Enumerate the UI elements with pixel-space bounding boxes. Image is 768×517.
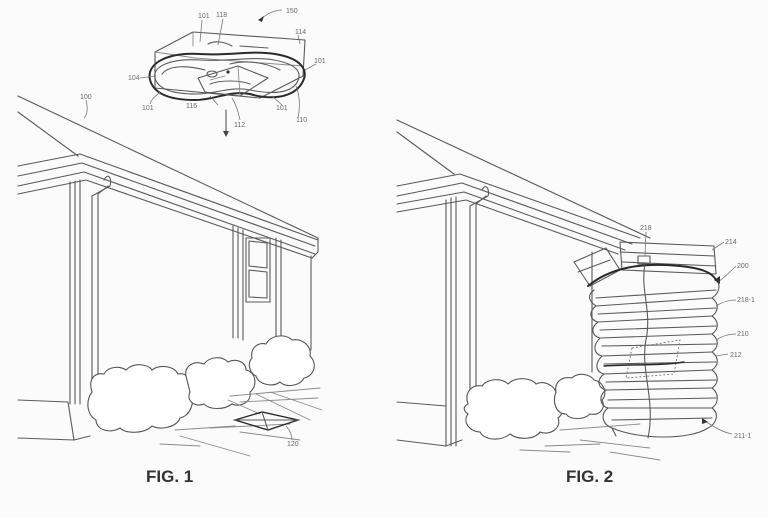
fig2-leader-lines: [644, 231, 737, 435]
label-218-1: 218-1: [737, 297, 755, 304]
label-214: 214: [725, 239, 737, 246]
drop-chute-illustration: [573, 241, 720, 439]
label-200: 200: [737, 263, 749, 270]
house-1-illustration: [17, 95, 323, 457]
label-101-top: 101: [198, 13, 210, 20]
arrow-200-icon: [714, 276, 720, 284]
label-100: 100: [80, 94, 92, 101]
label-112: 112: [234, 122, 245, 129]
label-101-front: 101: [276, 105, 288, 112]
arrow-211-1-icon: [702, 418, 708, 424]
label-101-right: 101: [314, 58, 326, 65]
label-210: 210: [737, 331, 749, 338]
label-120: 120: [287, 441, 299, 448]
label-104: 104: [128, 75, 140, 82]
figure-1-caption: FIG. 1: [146, 467, 193, 486]
house-2-illustration: [396, 119, 661, 461]
label-212: 212: [730, 352, 742, 359]
label-218: 218: [640, 225, 652, 232]
label-211-1: 211-1: [734, 433, 751, 440]
fig1-leader-lines: [139, 18, 317, 121]
figure-2-caption: FIG. 2: [566, 467, 613, 486]
figure-2: 218 214 200 218-1 210 212 211-1 FIG. 2: [396, 119, 755, 486]
label-110: 110: [296, 117, 307, 124]
label-114: 114: [295, 29, 306, 36]
label-116: 116: [186, 103, 197, 110]
drone-assembly-illustration: [148, 9, 306, 137]
label-101-left: 101: [142, 105, 154, 112]
label-150: 150: [286, 8, 298, 15]
label-118: 118: [216, 12, 227, 19]
figure-1: 101 118 150 114 104 101 101 116 101 112 …: [17, 8, 326, 486]
